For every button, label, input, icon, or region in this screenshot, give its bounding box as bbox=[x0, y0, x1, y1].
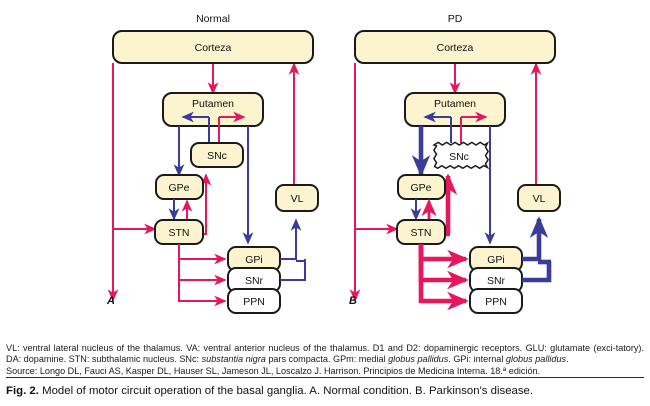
edge-b-stn-gpi-thick bbox=[418, 244, 469, 269]
panel-a-normal: Normal Corteza Putamen bbox=[106, 13, 319, 314]
panel-b-pd: PD Corteza Putamen SNc bbox=[349, 13, 561, 314]
node-a-ppn-label: PPN bbox=[243, 296, 265, 308]
notes-line-2b: pars compacta. GPm: medial bbox=[265, 354, 389, 365]
node-a-snc-label: SNc bbox=[207, 150, 227, 162]
node-b-gpi-label: GPi bbox=[487, 254, 505, 266]
edge-a-gpi-vl bbox=[280, 218, 302, 260]
node-a-putamen[interactable]: Putamen bbox=[162, 92, 264, 127]
basal-ganglia-diagram: Normal Corteza Putamen bbox=[106, 13, 561, 314]
node-a-vl[interactable]: VL bbox=[275, 184, 319, 212]
node-b-gpi[interactable]: GPi bbox=[469, 246, 523, 272]
node-a-stn[interactable]: STN bbox=[154, 219, 204, 245]
node-b-stn[interactable]: STN bbox=[396, 219, 446, 245]
edge-a-stn-snr bbox=[178, 244, 227, 286]
edge-a-stn-gpi bbox=[178, 244, 227, 265]
edge-b-stn-snr-thick bbox=[418, 244, 469, 290]
edge-a-snr-vl bbox=[280, 259, 306, 281]
notes-line-2d: . bbox=[566, 354, 569, 365]
node-a-gpe[interactable]: GPe bbox=[155, 174, 204, 200]
notes-line-2c: . GPi: internal bbox=[448, 354, 506, 365]
node-a-snc[interactable]: SNc bbox=[190, 142, 244, 168]
node-a-cortex-label: Corteza bbox=[195, 42, 232, 54]
panel-a-letter: A bbox=[106, 295, 115, 307]
figure-caption: Fig. 2. Model of motor circuit operation… bbox=[6, 384, 644, 398]
node-a-snr-label: SNr bbox=[245, 275, 264, 287]
node-b-gpe-label: GPe bbox=[410, 182, 431, 194]
node-b-putamen[interactable]: Putamen bbox=[404, 92, 506, 127]
node-a-vl-label: VL bbox=[291, 193, 304, 205]
notes-italic-globus-pallidus-2: globus pallidus bbox=[505, 354, 567, 365]
notes-italic-globus-pallidus-1: globus pallidus bbox=[388, 354, 449, 365]
node-b-vl-label: VL bbox=[533, 193, 546, 205]
node-b-snr-label: SNr bbox=[487, 275, 506, 287]
edge-b-gpi-vl-thick bbox=[522, 216, 549, 262]
node-b-ppn-label: PPN bbox=[485, 296, 507, 308]
figure-caption-label: Fig. 2. bbox=[6, 385, 39, 397]
node-b-stn-label: STN bbox=[411, 227, 432, 239]
node-a-stn-label: STN bbox=[169, 227, 190, 239]
notes-source-line: Source: Longo DL, Fauci AS, Kasper DL, H… bbox=[6, 365, 541, 376]
panel-b-letter: B bbox=[349, 295, 357, 307]
node-a-putamen-label: Putamen bbox=[192, 98, 234, 110]
notes-text: VL: ventral lateral nucleus of the thala… bbox=[6, 343, 644, 366]
node-a-cortex[interactable]: Corteza bbox=[112, 30, 314, 64]
notes-line-2a: tatory). DA: dopamine. STN: subthalamic … bbox=[6, 343, 644, 365]
abbreviations-notes: VL: ventral lateral nucleus of the thala… bbox=[6, 343, 644, 377]
notes-italic-substantia-nigra: substantia nigra bbox=[201, 354, 266, 365]
node-b-putamen-label: Putamen bbox=[434, 98, 476, 110]
notes-line-1: VL: ventral lateral nucleus of the thala… bbox=[6, 343, 616, 353]
node-b-cortex-label: Corteza bbox=[437, 42, 474, 54]
panel-a-title: Normal bbox=[196, 13, 230, 25]
node-a-gpi-label: GPi bbox=[245, 254, 263, 266]
node-b-snc[interactable]: SNc bbox=[432, 141, 490, 170]
panel-b-title: PD bbox=[448, 13, 463, 25]
edge-b-stn-ppn-thick bbox=[418, 244, 469, 311]
node-a-gpi[interactable]: GPi bbox=[227, 246, 281, 272]
node-b-vl[interactable]: VL bbox=[517, 184, 561, 212]
caption-divider bbox=[6, 377, 644, 378]
node-b-cortex[interactable]: Corteza bbox=[354, 30, 556, 64]
node-a-ppn[interactable]: PPN bbox=[227, 288, 281, 314]
node-a-gpe-label: GPe bbox=[168, 182, 189, 194]
node-b-snc-label: SNc bbox=[449, 151, 469, 163]
figure-caption-text: Model of motor circuit operation of the … bbox=[42, 385, 534, 397]
edge-a-stn-ppn bbox=[178, 244, 227, 307]
node-b-ppn[interactable]: PPN bbox=[469, 288, 523, 314]
node-b-gpe[interactable]: GPe bbox=[397, 174, 446, 200]
edge-b-snr-vl-thick bbox=[522, 261, 552, 283]
